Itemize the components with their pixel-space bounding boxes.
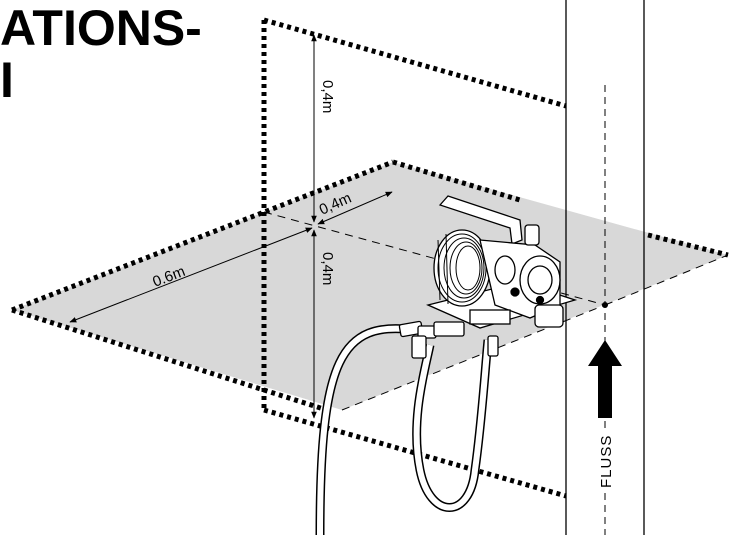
flow-arrow: [588, 340, 622, 418]
center-point: [602, 302, 608, 308]
heading-line-1: ATIONS-: [0, 0, 202, 56]
dim-line-front-depth: [317, 191, 393, 225]
hose: [315, 324, 493, 535]
hose-fittings: [398, 320, 499, 359]
heading-line-2: I: [0, 52, 14, 108]
label-top-height: 0,4m: [319, 80, 336, 113]
label-bottom-height: 0,4m: [319, 252, 336, 285]
flow-label-backdrop: [595, 430, 615, 488]
vertical-clearance-outline: [261, 17, 567, 499]
pump-device: [426, 195, 578, 329]
clearance-zone-outline: [11, 159, 729, 414]
flow-label: FLUSS: [598, 435, 615, 488]
dim-line-side-width: [69, 227, 313, 323]
clearance-zone-fill: [12, 162, 728, 410]
